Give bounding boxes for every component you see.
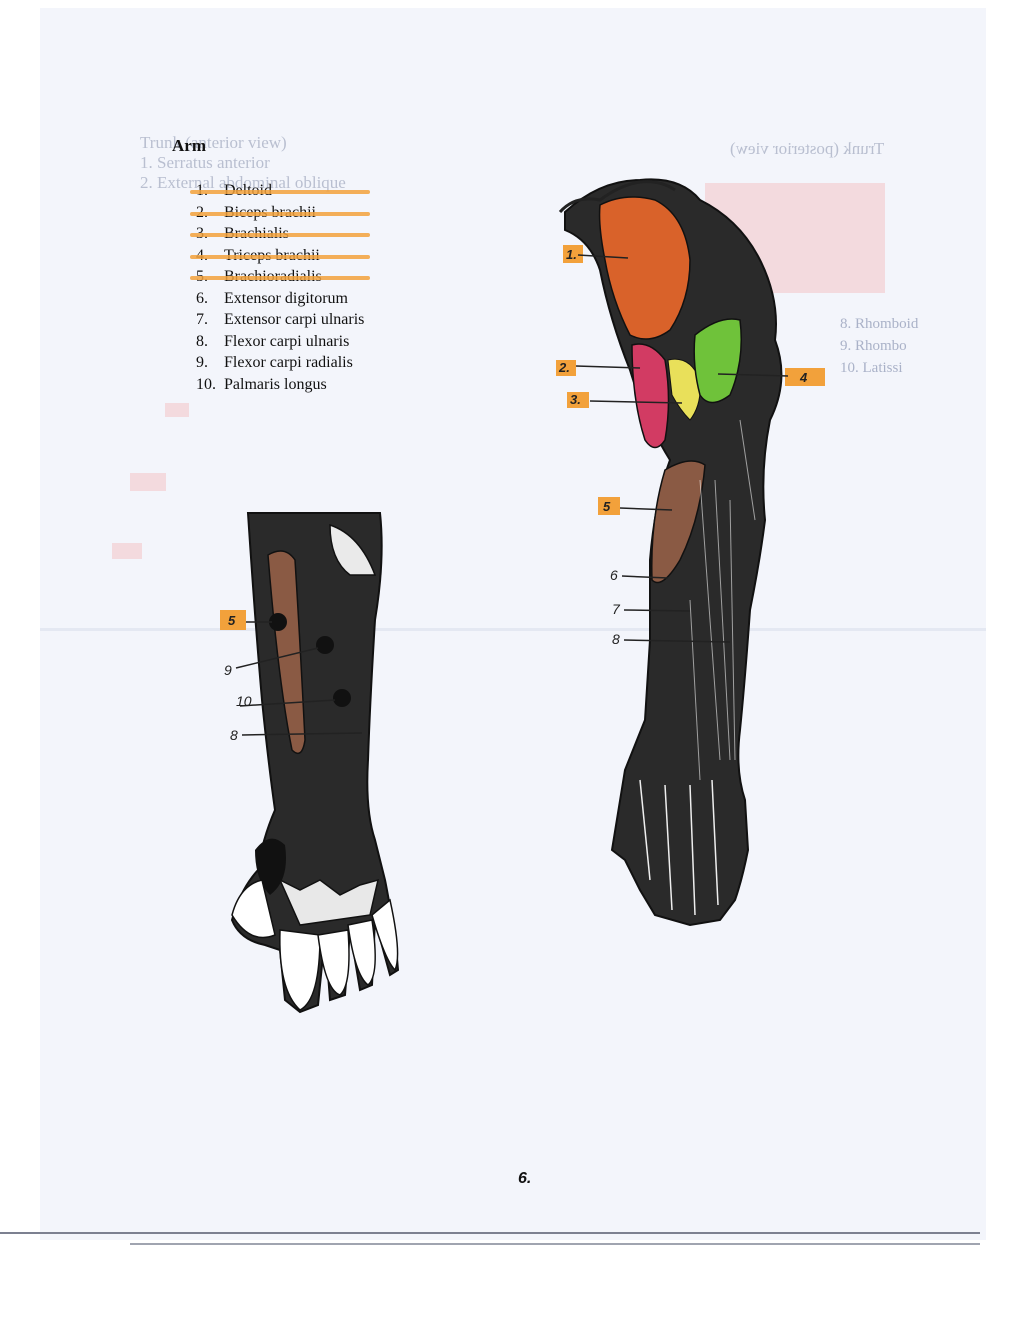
show-through-text-left: Trunk (anterior view) 1. Serratus anteri…: [140, 133, 346, 193]
partial-list-item: 9. Rhombo: [840, 338, 907, 354]
show-through-line: 2. External abdominal oblique: [140, 173, 346, 192]
muscle-list-item: 7. Extensor carpi ulnaris: [196, 309, 364, 331]
muscle-name: Palmaris longus: [224, 375, 327, 393]
muscle-list-item: 8. Flexor carpi ulnaris: [196, 331, 364, 353]
leader-7: [623, 609, 691, 612]
left-forearm-diagram: 5 9 10 8: [220, 512, 400, 1014]
palm-tendons: [278, 878, 380, 926]
show-through-highlight: [165, 403, 189, 417]
muscle-name: Flexor carpi radialis: [224, 354, 353, 371]
muscle-list-item: 4.Triceps brachii: [189, 245, 371, 267]
section-heading: Arm: [172, 136, 206, 155]
label-10: 10: [236, 693, 252, 709]
muscle-list-item: 2.Biceps brachii: [189, 202, 371, 224]
partial-list-item: 8. Rhomboid: [840, 316, 919, 332]
leader-4: [717, 373, 789, 377]
label-7: 7: [612, 601, 621, 617]
muscle-list-item: 9. Flexor carpi radialis: [196, 352, 364, 374]
show-through-heading-left: Trunk (anterior view): [140, 133, 287, 152]
leader-8-anterior: [241, 732, 363, 736]
tag-4: [785, 368, 825, 386]
scapula-outline: [558, 180, 676, 214]
label-6: 6: [610, 567, 618, 583]
tag-5-anterior: [220, 610, 246, 630]
leader-5: [619, 507, 673, 511]
tag-5: [598, 497, 620, 515]
triceps-muscle: [693, 318, 742, 404]
marker-dot: [333, 689, 351, 707]
muscle-name: Extensor digitorum: [224, 289, 348, 307]
tag-5-text: 5: [603, 499, 611, 514]
tag-3-text: 3.: [570, 392, 581, 407]
label-8-anterior: 8: [230, 727, 238, 743]
muscle-number: 7.: [196, 311, 208, 328]
tag-2-text: 2.: [558, 360, 570, 375]
elbow-tendon: [329, 523, 377, 576]
leader-2: [575, 365, 641, 369]
show-through-partial-list: 8. Rhomboid 9. Rhombo 10. Latissi: [840, 313, 918, 379]
tag-1-text: 1.: [566, 247, 577, 262]
deltoid-muscle: [598, 196, 691, 340]
muscle-list-item: 6. Extensor digitorum: [196, 288, 364, 310]
show-through-highlight: [130, 473, 166, 491]
leader-9: [235, 647, 319, 669]
tag-5-anterior-text: 5: [228, 613, 236, 628]
brachialis-muscle: [667, 358, 701, 421]
biceps-muscle: [631, 343, 670, 449]
show-through-highlight: [112, 543, 142, 559]
leader-3: [589, 400, 683, 404]
muscle-number: 6.: [196, 289, 208, 307]
muscle-name: Flexor carpi ulnaris: [224, 332, 350, 350]
show-through-line: 1. Serratus anterior: [140, 153, 270, 172]
label-8: 8: [612, 631, 620, 647]
partial-list-item: 10. Latissi: [840, 360, 903, 376]
muscle-striations: [689, 419, 756, 781]
tag-2: [556, 360, 576, 376]
muscle-list-item: 3.Brachialis: [189, 223, 371, 245]
muscle-number: 10.: [196, 375, 216, 393]
right-arm-diagram: 1. 2. 3. 4 5 6 7 8: [556, 178, 825, 927]
muscle-name: Extensor carpi ulnaris: [224, 311, 365, 328]
muscle-list-item: 10. Palmaris longus: [196, 374, 364, 396]
page-number: 6.: [518, 1170, 532, 1187]
page-edge: [130, 1243, 980, 1245]
label-9: 9: [224, 662, 232, 678]
muscle-number: 8.: [196, 332, 208, 350]
paper-fold: [40, 628, 986, 631]
leader-1: [577, 254, 629, 259]
muscle-number: 9.: [196, 354, 208, 371]
leader-8: [623, 639, 731, 643]
marker-dot: [316, 636, 334, 654]
tag-1: [563, 245, 583, 263]
tag-4-text: 4: [799, 370, 808, 385]
fingers: [231, 879, 399, 1011]
marker-dot: [269, 613, 287, 631]
muscle-list-item: 5.Brachioradialis: [189, 266, 371, 288]
leader-10: [239, 699, 336, 707]
tendon-lines: [639, 779, 719, 916]
page-edge: [0, 1232, 980, 1234]
brachioradialis-muscle: [651, 460, 706, 584]
leader-6: [621, 575, 669, 579]
muscle-list-item: 1.Deltoid: [189, 180, 371, 202]
tag-3: [567, 392, 589, 408]
